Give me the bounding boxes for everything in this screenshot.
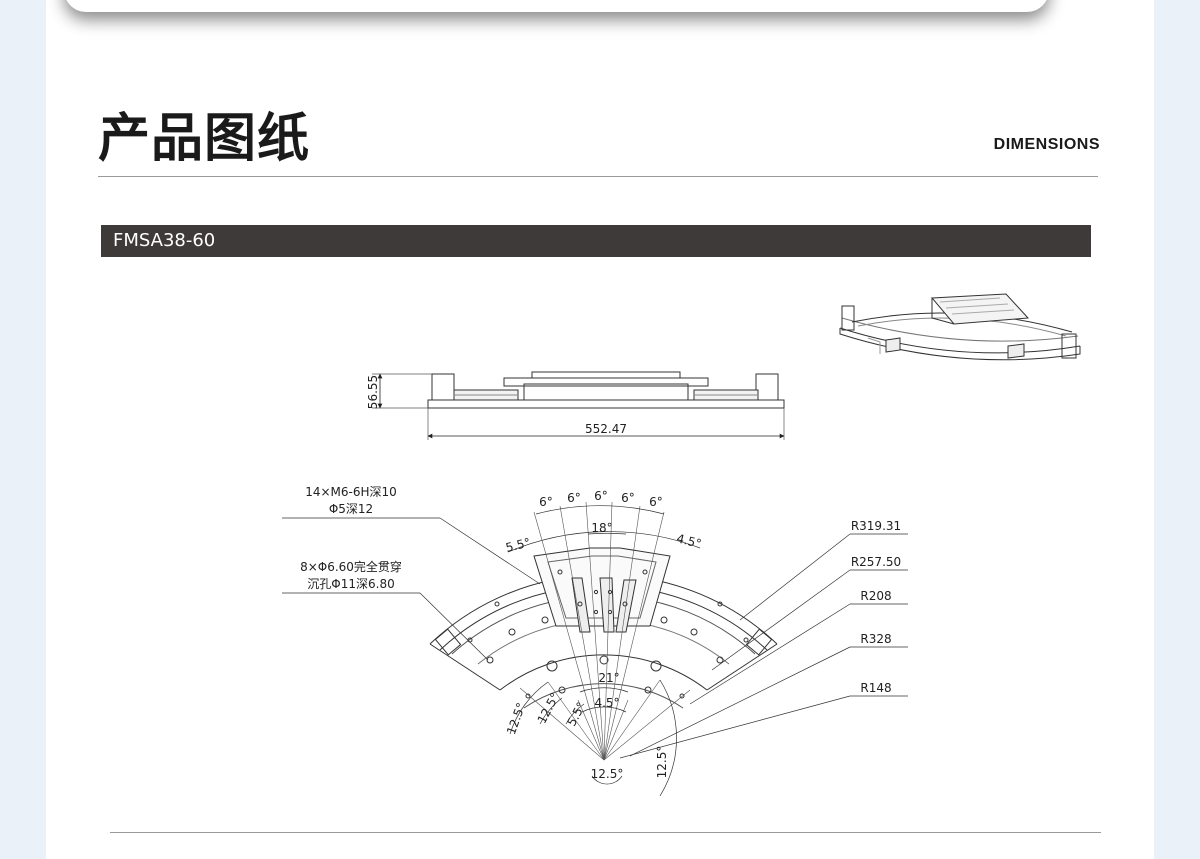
angle-6-e: 6° <box>649 495 663 509</box>
angle-6-c: 6° <box>594 489 608 503</box>
width-dimension: 552.47 <box>585 422 627 436</box>
model-bar: FMSA38-60 <box>101 225 1091 257</box>
angle-21: 21° <box>598 671 619 685</box>
height-dimension: 56.55 <box>366 375 380 409</box>
angle-12-5-d: 12.5° <box>655 746 669 779</box>
top-card-edge <box>64 0 1049 12</box>
angle-12-5-b: 12.5° <box>504 701 528 737</box>
angle-5-5-top: 5.5° <box>504 535 532 555</box>
radius-257-50: R257.50 <box>851 555 901 569</box>
note-counterbore: 沉孔Φ11深6.80 <box>307 577 394 591</box>
radius-328: R328 <box>860 632 891 646</box>
radius-208: R208 <box>860 589 891 603</box>
radius-319-31: R319.31 <box>851 519 901 533</box>
note-threaded-holes: 14×M6-6H深10 <box>305 485 397 499</box>
angle-4-5-top: 4.5° <box>675 531 703 551</box>
plan-view <box>282 501 908 797</box>
page-subtitle: DIMENSIONS <box>993 136 1100 153</box>
divider-bottom <box>110 832 1101 833</box>
iso-view <box>839 293 1081 361</box>
angle-6-a: 6° <box>539 495 553 509</box>
content: 产品图纸 DIMENSIONS FMSA38-60 <box>46 0 1154 859</box>
divider-top <box>98 176 1098 177</box>
angle-6-d: 6° <box>621 491 635 505</box>
page-title: 产品图纸 <box>98 109 311 169</box>
angle-18: 18° <box>591 521 612 535</box>
radius-148: R148 <box>860 681 891 695</box>
angle-6-b: 6° <box>567 491 581 505</box>
side-view <box>372 371 785 440</box>
angle-5-5-bottom: 5.5° <box>564 700 588 729</box>
page-panel <box>46 0 1154 859</box>
angle-4-5-bottom: 4.5° <box>594 696 619 710</box>
note-threaded-holes-depth: Φ5深12 <box>329 502 373 516</box>
note-through-holes: 8×Φ6.60完全贯穿 <box>300 559 402 574</box>
angle-12-5-c: 12.5° <box>591 767 624 781</box>
